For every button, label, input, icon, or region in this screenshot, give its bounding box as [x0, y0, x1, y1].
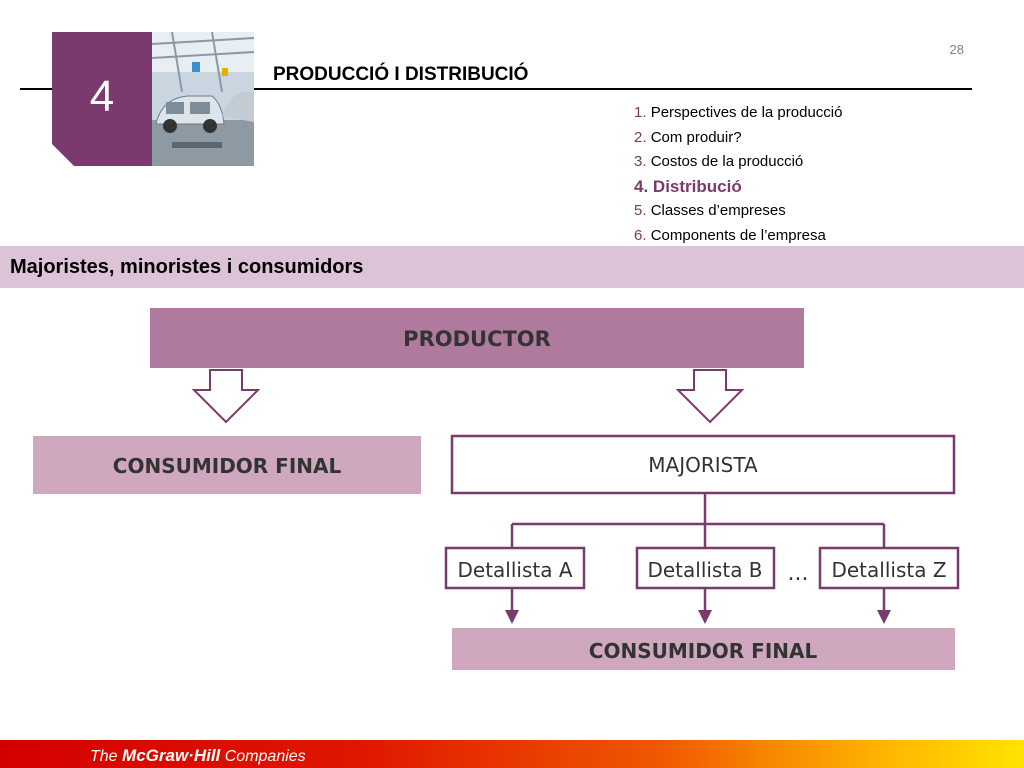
retailer-a-box	[444, 546, 586, 590]
final-consumer-box	[452, 628, 955, 670]
toc-item[interactable]: 3. Costos de la producció	[634, 153, 804, 170]
section-bar	[0, 246, 1024, 288]
toc-item-active[interactable]: 4. Distribució	[634, 176, 742, 196]
table-of-contents: 1. Perspectives de la producció 2. Com p…	[634, 101, 842, 248]
page-number: 28	[949, 42, 964, 57]
factory-photo	[152, 32, 254, 166]
wholesaler-label: MAJORISTA	[648, 453, 758, 477]
direct-consumer-box	[33, 436, 421, 494]
final-consumer-label: CONSUMIDOR FINAL	[589, 639, 818, 663]
distribution-diagram: PRODUCTOR CONSUMIDOR FINAL MAJORISTA Det…	[33, 308, 960, 670]
footer-bar	[0, 740, 1024, 768]
retailer-b-label: Detallista B	[647, 558, 762, 582]
header-rule	[20, 88, 972, 90]
chapter-badge	[52, 32, 152, 166]
section-title: Majoristes, minoristes i consumidors	[10, 256, 364, 278]
arrow-to-direct-consumer	[191, 369, 261, 424]
publisher-logo: The McGraw·Hill Companies	[90, 746, 306, 765]
chapter-number: 4	[89, 72, 115, 121]
arrow-to-wholesaler	[675, 369, 745, 424]
retailer-z-label: Detallista Z	[831, 558, 946, 582]
chapter-title: PRODUCCIÓ I DISTRIBUCIÓ	[273, 64, 529, 85]
toc-item[interactable]: 2. Com produir?	[634, 128, 742, 146]
producer-box	[150, 308, 804, 368]
toc-item[interactable]: 6. Components de l’empresa	[634, 226, 826, 244]
arrow-a-head	[505, 610, 519, 624]
wholesaler-box	[450, 434, 956, 495]
toc-item[interactable]: 1. Perspectives de la producció	[634, 104, 843, 121]
arrow-z-head	[877, 610, 891, 624]
retailer-z-box	[818, 546, 960, 590]
retailer-ellipsis: ...	[788, 561, 809, 586]
toc-item[interactable]: 5. Classes d’empreses	[634, 202, 786, 219]
producer-label: PRODUCTOR	[403, 327, 551, 351]
direct-consumer-label: CONSUMIDOR FINAL	[113, 454, 342, 478]
retailer-a-label: Detallista A	[457, 558, 572, 582]
arrow-b-head	[698, 610, 712, 624]
